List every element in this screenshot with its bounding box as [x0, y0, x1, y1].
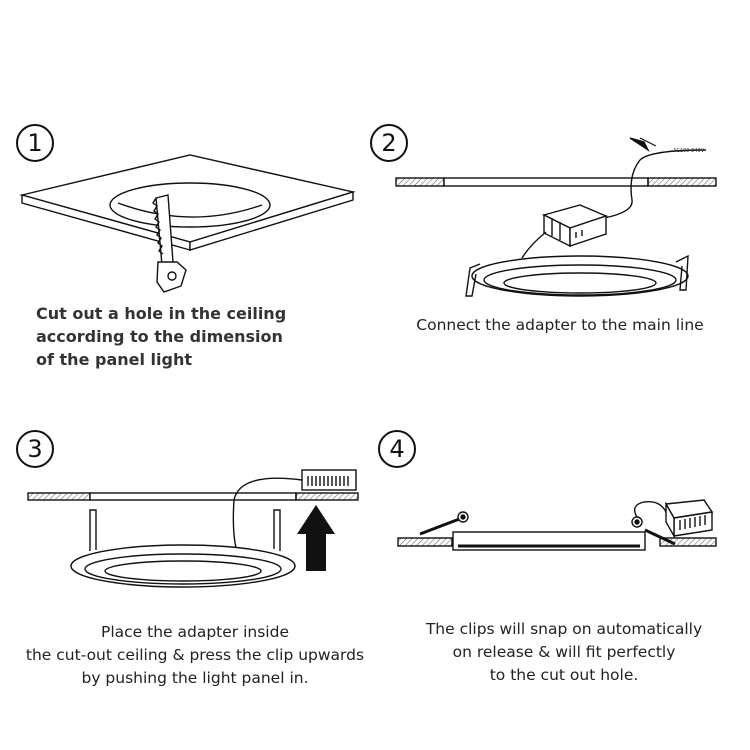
- adapter-box: [664, 499, 714, 539]
- step-3-number: 3: [16, 430, 54, 468]
- step1-illustration: [19, 154, 356, 293]
- step-1-number: 1: [16, 124, 54, 162]
- caption-line: Place the adapter inside: [101, 623, 289, 641]
- ceiling-right: [295, 492, 359, 501]
- clip-left: [419, 516, 463, 536]
- step-1-caption: Cut out a hole in the ceiling according …: [36, 302, 356, 371]
- caption-line: by pushing the light panel in.: [81, 669, 309, 687]
- adapter-box: [542, 204, 608, 248]
- ceiling-hole: [109, 182, 271, 228]
- ceiling-right: [647, 177, 717, 187]
- panel-light: [70, 509, 296, 588]
- mains-wire: [603, 149, 707, 219]
- step-2-number: 2: [370, 124, 408, 162]
- pointer-arrow-icon: [629, 137, 650, 153]
- adapter-wire: [232, 477, 303, 549]
- caption-line: Cut out a hole in the ceiling: [36, 304, 287, 323]
- mains-label: AC100-240V: [673, 148, 705, 154]
- step2-illustration: AC100-240V: [395, 137, 717, 297]
- caption-line: to the cut out hole.: [489, 666, 639, 684]
- caption-line: Connect the adapter to the main line: [416, 316, 704, 334]
- caption-line: of the panel light: [36, 350, 192, 369]
- ceiling-left: [27, 492, 91, 501]
- step-3-caption: Place the adapter inside the cut-out cei…: [10, 621, 380, 690]
- adapter-box: [301, 469, 357, 491]
- step-2-caption: Connect the adapter to the main line: [380, 314, 740, 337]
- step-4-caption: The clips will snap on automatically on …: [394, 618, 734, 687]
- ceiling-left: [397, 537, 453, 547]
- panel-light: [465, 254, 689, 297]
- ceiling-left: [395, 177, 445, 187]
- clip-right: [644, 528, 676, 546]
- caption-line: according to the dimension: [36, 327, 283, 346]
- step3-illustration: [27, 469, 359, 588]
- step4-illustration: [397, 499, 717, 551]
- step-4-number: 4: [378, 430, 416, 468]
- caption-line: the cut-out ceiling & press the clip upw…: [25, 646, 365, 664]
- caption-line: The clips will snap on automatically: [425, 620, 703, 638]
- ceiling-right: [659, 537, 717, 547]
- up-arrow-icon: [297, 505, 335, 571]
- caption-line: on release & will fit perfectly: [452, 643, 676, 661]
- saw-icon: [152, 194, 187, 293]
